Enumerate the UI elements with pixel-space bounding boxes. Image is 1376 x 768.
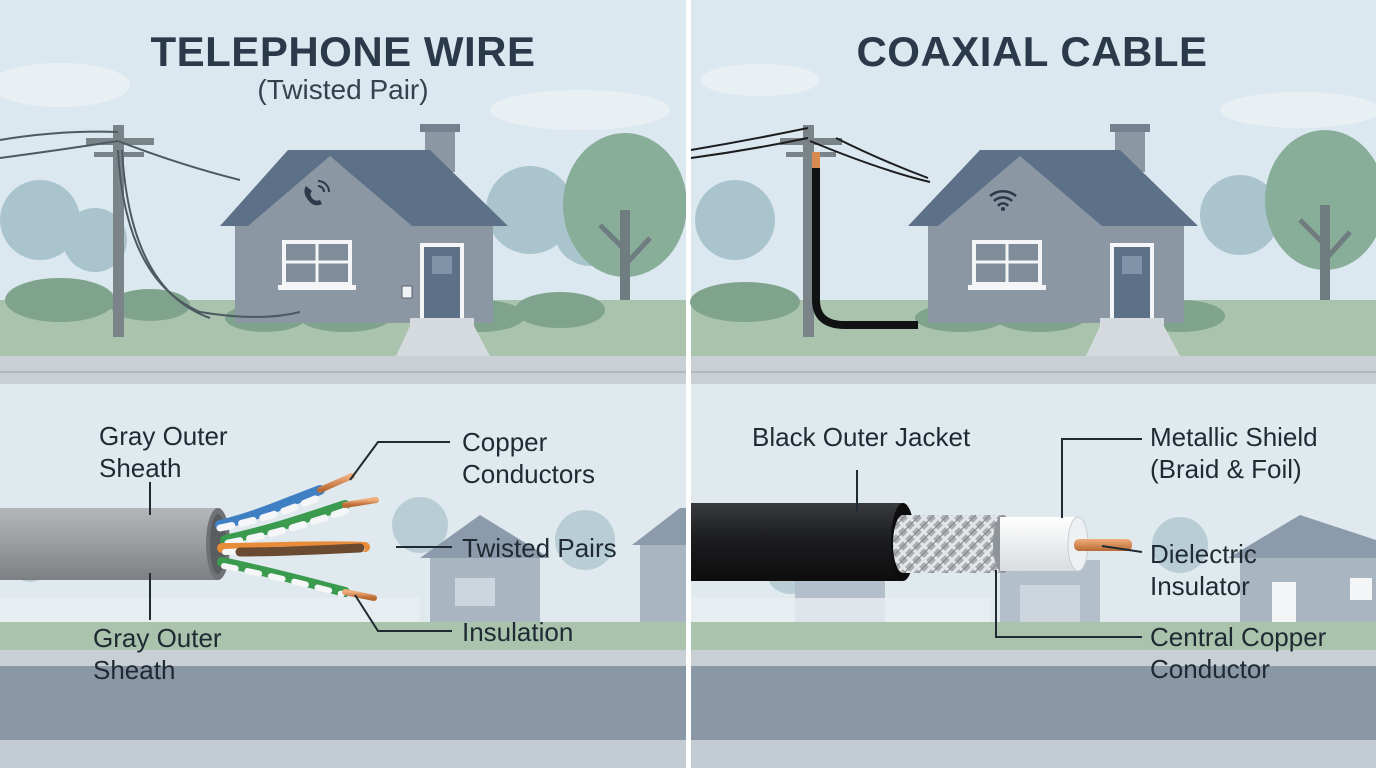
bg-trees-right bbox=[695, 175, 1280, 260]
label-central-line2: Conductor bbox=[1150, 654, 1270, 684]
curb-right bbox=[691, 650, 1376, 668]
label-sheath-top-line2: Sheath bbox=[99, 453, 182, 483]
house-right bbox=[908, 124, 1198, 326]
pair-brown bbox=[235, 543, 365, 557]
copper-conductors-left bbox=[317, 473, 399, 601]
label-central-copper-conductor: Central Copper Conductor bbox=[1150, 621, 1326, 685]
left-subtitle: (Twisted Pair) bbox=[257, 74, 429, 105]
right-panel bbox=[690, 0, 1376, 768]
label-dielectric-line2: Insulator bbox=[1150, 571, 1250, 601]
label-twisted-pairs: Twisted Pairs bbox=[462, 533, 617, 563]
pair-green-lower-white bbox=[221, 563, 345, 597]
house-left bbox=[220, 124, 508, 326]
road-right bbox=[691, 666, 1376, 748]
leader-lines-left bbox=[149, 441, 452, 632]
metallic-shield bbox=[893, 515, 1013, 573]
label-copper-line2: Conductors bbox=[462, 459, 595, 489]
pair-green bbox=[220, 500, 350, 545]
clouds-right bbox=[700, 64, 1376, 128]
label-central-line1: Central Copper bbox=[1150, 622, 1327, 652]
label-shield-line2: (Braid & Foil) bbox=[1150, 454, 1302, 484]
label-sheath-top: Gray Outer Sheath bbox=[99, 420, 228, 484]
panel-divider bbox=[686, 0, 691, 768]
left-panel bbox=[0, 0, 687, 768]
label-copper-conductors: Copper Conductors bbox=[462, 426, 595, 490]
pair-blue-white bbox=[216, 492, 326, 532]
label-dielectric-insulator: Dielectric Insulator bbox=[1150, 538, 1257, 602]
label-metallic-shield: Metallic Shield (Braid & Foil) bbox=[1150, 421, 1318, 485]
label-sheath-bottom: Gray Outer Sheath bbox=[93, 622, 222, 686]
label-sheath-bottom-line1: Gray Outer bbox=[93, 623, 222, 653]
road-edge-left bbox=[0, 740, 686, 768]
sidewalk-right bbox=[691, 356, 1376, 384]
wifi-icon bbox=[989, 189, 1017, 207]
pair-green-white bbox=[224, 506, 352, 547]
right-title: COAXIAL CABLE bbox=[856, 28, 1208, 75]
label-sheath-top-line1: Gray Outer bbox=[99, 421, 228, 451]
overhead-wires-right bbox=[690, 127, 931, 183]
black-outer-jacket bbox=[691, 503, 915, 581]
road-edge-right bbox=[691, 740, 1376, 768]
left-title: TELEPHONE WIRE bbox=[150, 28, 536, 75]
label-insulation: Insulation bbox=[462, 617, 574, 647]
pair-blue bbox=[215, 485, 325, 530]
sidewalk-left bbox=[0, 356, 686, 384]
label-shield-line1: Metallic Shield bbox=[1150, 422, 1318, 452]
twisted-pairs bbox=[215, 485, 370, 597]
fence-left bbox=[0, 598, 420, 626]
road-left bbox=[0, 666, 686, 748]
walkway-left bbox=[396, 326, 490, 356]
tree-right-big bbox=[1265, 130, 1376, 323]
label-dielectric-line1: Dielectric bbox=[1150, 539, 1257, 569]
overhead-wires-left bbox=[0, 130, 301, 319]
label-copper-line1: Copper bbox=[462, 427, 548, 457]
tree-left-big bbox=[563, 133, 687, 320]
label-sheath-bottom-line2: Sheath bbox=[93, 655, 176, 685]
houses-bottom-left bbox=[420, 508, 686, 625]
phone-icon bbox=[304, 180, 330, 206]
leader-lines-right bbox=[856, 438, 1143, 638]
label-black-outer-jacket: Black Outer Jacket bbox=[752, 422, 971, 452]
coax-drop-cable bbox=[812, 158, 918, 329]
gray-outer-sheath bbox=[0, 508, 230, 580]
walkway-right bbox=[1086, 326, 1180, 356]
curb-left bbox=[0, 650, 686, 668]
fence-right bbox=[691, 598, 991, 626]
